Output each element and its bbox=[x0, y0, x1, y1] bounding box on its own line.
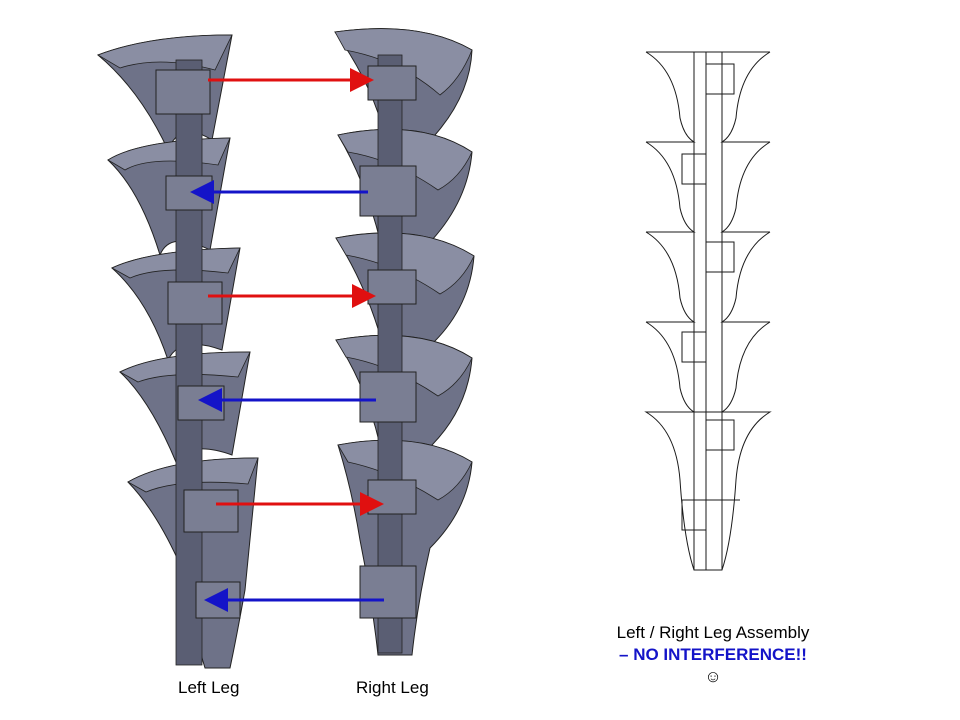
mating-arrows bbox=[190, 68, 384, 612]
left-leg-collar bbox=[155, 69, 211, 115]
right-leg-collar bbox=[367, 479, 417, 515]
left-leg-collar bbox=[177, 385, 225, 421]
assembly-caption: Left / Right Leg Assembly – NO INTERFERE… bbox=[590, 622, 836, 688]
right-leg-model bbox=[334, 28, 475, 656]
assembly-line-drawing bbox=[644, 51, 772, 571]
left-leg-bore bbox=[175, 59, 203, 666]
assembly-collar bbox=[705, 419, 735, 451]
right-leg-collar bbox=[367, 269, 417, 305]
assembly-tier-outline bbox=[644, 411, 772, 571]
left-leg-collar bbox=[167, 281, 223, 325]
no-interference-note: – NO INTERFERENCE!! bbox=[619, 645, 807, 664]
left-leg-model bbox=[97, 34, 259, 669]
left-leg-collar bbox=[183, 489, 239, 533]
smiley-icon: ☺ bbox=[704, 667, 722, 686]
right-leg-caption: Right Leg bbox=[356, 678, 429, 697]
right-leg-collar bbox=[359, 371, 417, 423]
right-leg-collar bbox=[359, 565, 417, 619]
assembly-title: Left / Right Leg Assembly bbox=[616, 623, 810, 642]
assembly-collar bbox=[705, 63, 735, 95]
right-leg-tier bbox=[337, 439, 473, 656]
assembly-tier-outline bbox=[645, 231, 771, 323]
assembly-collar bbox=[705, 241, 735, 273]
assembly-collar bbox=[681, 331, 707, 363]
assembly-tier-outline bbox=[645, 321, 771, 413]
right-leg-bore bbox=[377, 54, 403, 654]
assembly-tier-outline bbox=[645, 141, 771, 233]
right-leg-collar bbox=[359, 165, 417, 217]
right-leg-collar bbox=[367, 65, 417, 101]
left-leg-caption: Left Leg bbox=[178, 678, 240, 697]
assembly-tier-outline bbox=[645, 51, 771, 143]
assembly-collar bbox=[681, 153, 707, 185]
